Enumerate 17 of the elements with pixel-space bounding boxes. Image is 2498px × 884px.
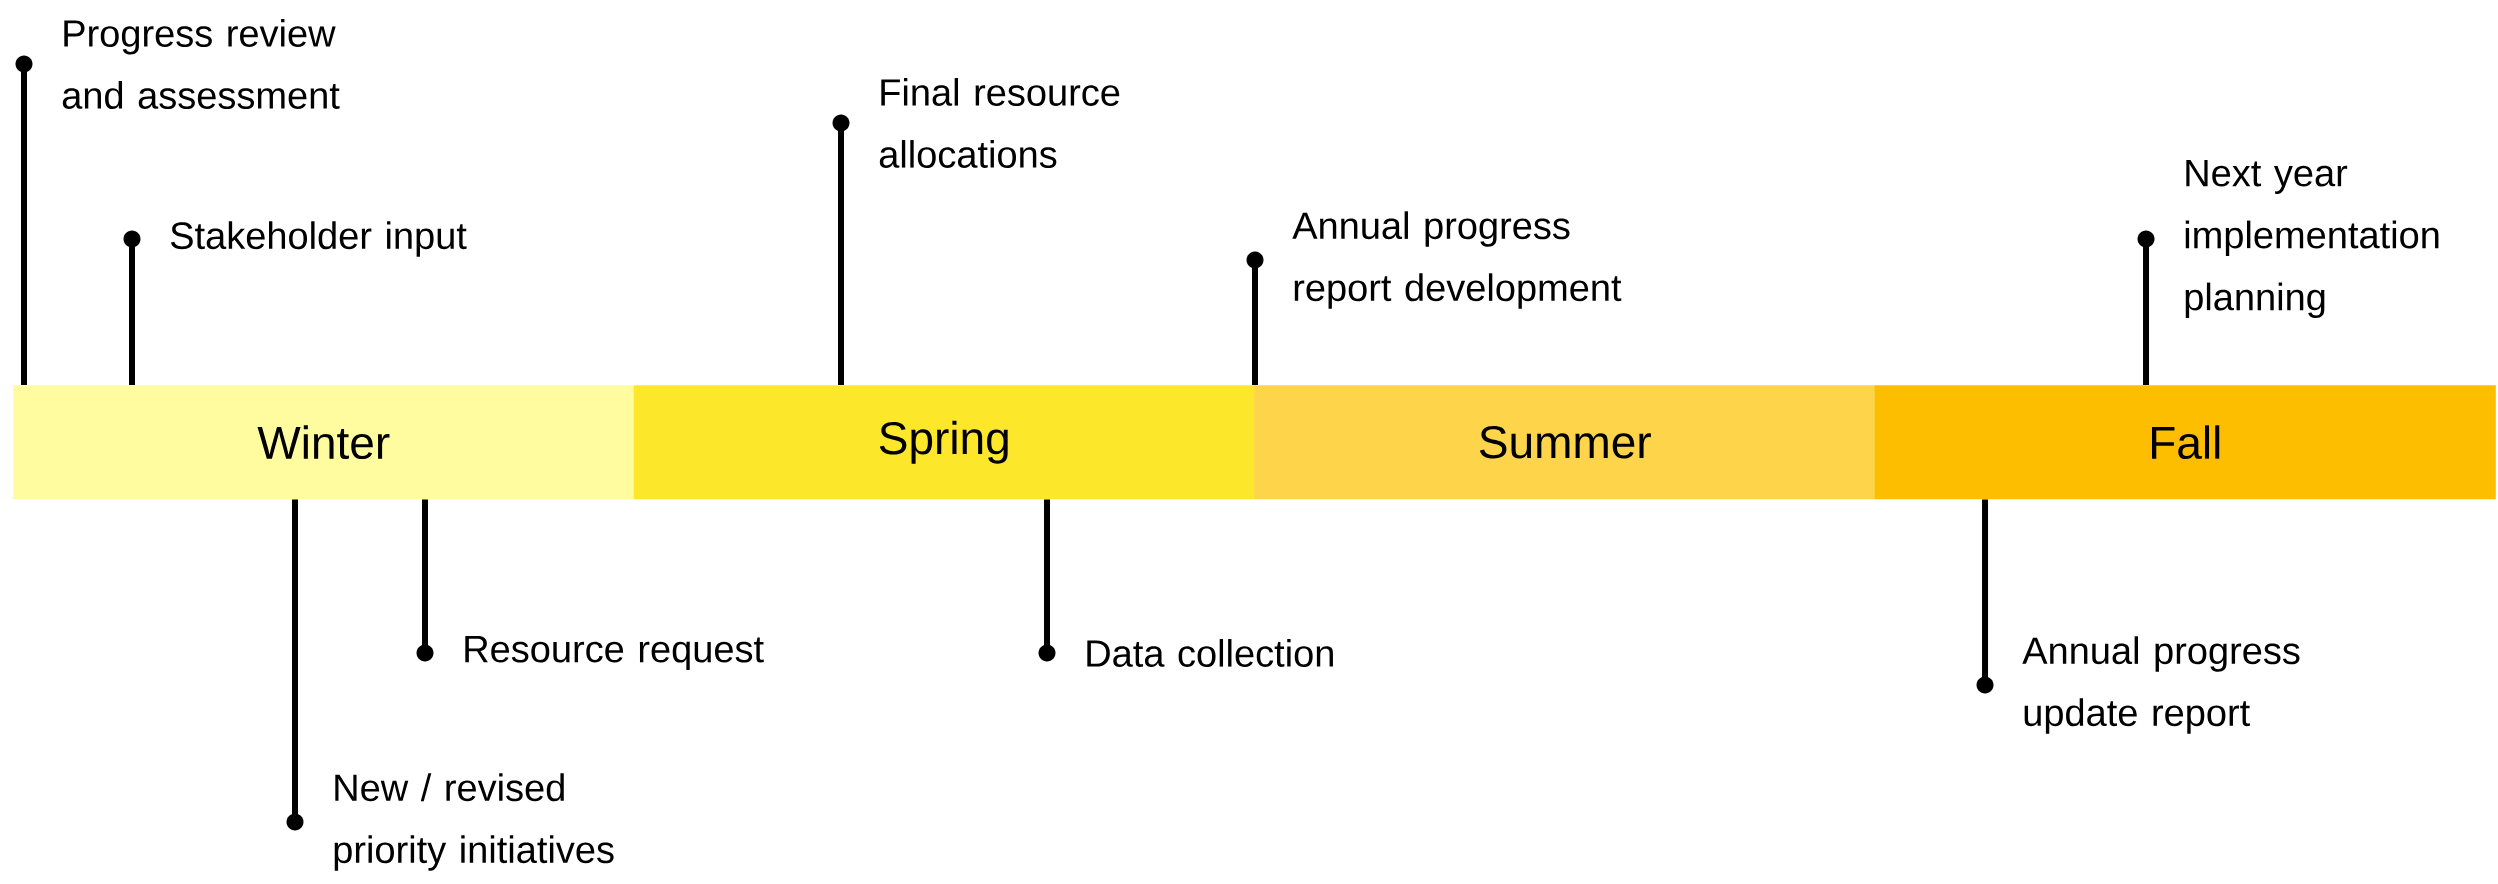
season-band: Winter: [13, 385, 635, 500]
milestone-label: Next year implementation planning: [2185, 160, 2439, 318]
leader-line: [1976, 499, 1994, 694]
season-band: Fall: [1874, 385, 2496, 500]
leader-line: [416, 499, 434, 662]
season-band: Summer: [1254, 385, 1876, 500]
milestone-label: Annual progress update report: [2022, 636, 2300, 734]
milestone-label: Final resource allocations: [879, 78, 1120, 168]
leader-line: [1038, 499, 1056, 662]
milestone-label: Resource request: [465, 636, 764, 671]
milestone-label: Stakeholder input: [170, 221, 467, 257]
season-band: Spring: [633, 385, 1255, 500]
milestone-label: New / revised priority initiatives: [334, 773, 614, 871]
milestone-label: Progress review and assessment: [62, 19, 340, 109]
milestone-label: Annual progress report development: [1292, 211, 1622, 309]
milestone-label: Data collection: [1087, 639, 1333, 667]
leader-line: [286, 499, 304, 831]
